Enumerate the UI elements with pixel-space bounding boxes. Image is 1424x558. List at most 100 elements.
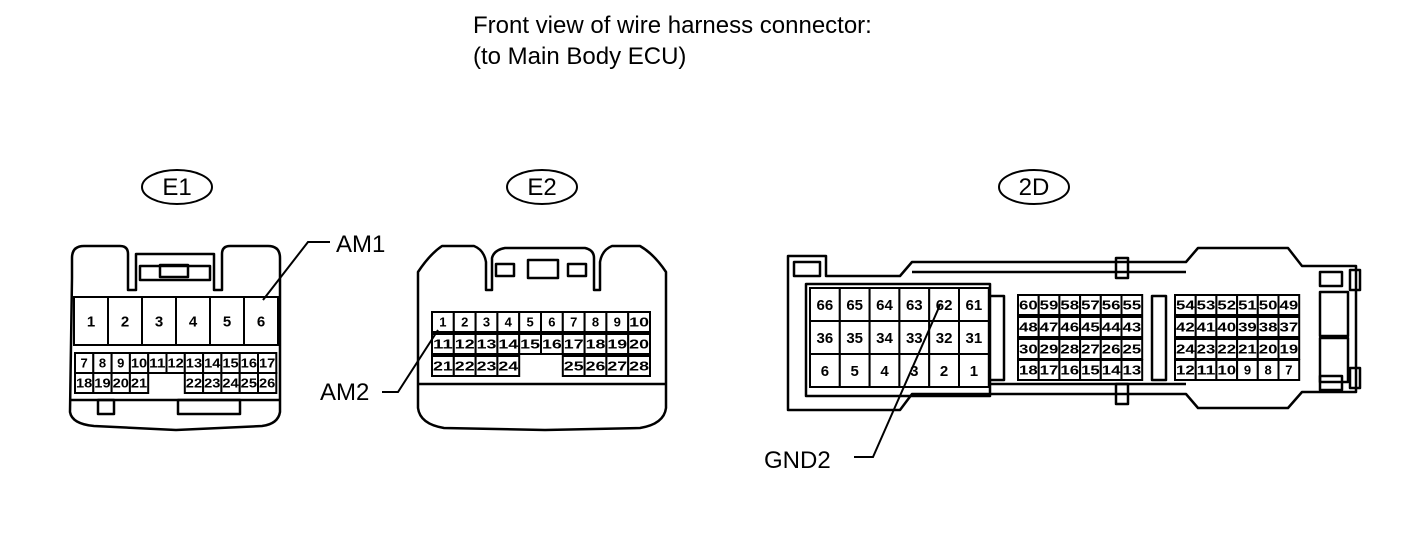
pin-2d-54: 54 bbox=[1174, 294, 1197, 316]
pin-2d-63: 63 bbox=[898, 287, 931, 322]
pin-2d-19: 19 bbox=[1277, 338, 1301, 360]
pin-2d-15: 15 bbox=[1079, 359, 1102, 381]
pin-2d-52: 52 bbox=[1215, 294, 1239, 316]
svg-text:7: 7 bbox=[1285, 363, 1292, 378]
connector-e2-housing bbox=[416, 244, 668, 432]
pin-e1-9: 9 bbox=[110, 352, 131, 374]
connector-badge-e2: E2 bbox=[506, 169, 578, 205]
svg-text:17: 17 bbox=[564, 337, 584, 352]
svg-text:2: 2 bbox=[461, 315, 468, 330]
svg-text:41: 41 bbox=[1197, 320, 1216, 335]
pin-2d-36: 36 bbox=[809, 320, 841, 355]
pin-2d-21: 21 bbox=[1236, 338, 1259, 360]
diagram-title: Front view of wire harness connector: (t… bbox=[473, 10, 872, 72]
svg-text:3: 3 bbox=[155, 313, 163, 330]
pin-2d-61: 61 bbox=[958, 287, 990, 322]
svg-text:3: 3 bbox=[483, 315, 490, 330]
pin-e1-7: 7 bbox=[74, 352, 95, 374]
svg-text:12: 12 bbox=[1176, 363, 1195, 378]
pin-e2-13: 13 bbox=[474, 333, 499, 355]
svg-text:8: 8 bbox=[592, 315, 599, 330]
pin-e2-21: 21 bbox=[431, 355, 455, 377]
svg-text:25: 25 bbox=[241, 376, 257, 391]
pin-2d-18: 18 bbox=[1017, 359, 1040, 381]
pin-e2-22: 22 bbox=[452, 355, 477, 377]
pin-2d-7: 7 bbox=[1277, 359, 1301, 381]
svg-text:5: 5 bbox=[851, 363, 859, 380]
title-line-1: Front view of wire harness connector: bbox=[473, 12, 872, 39]
svg-text:16: 16 bbox=[1060, 363, 1079, 378]
pin-e1-16: 16 bbox=[238, 352, 259, 374]
svg-text:4: 4 bbox=[505, 315, 513, 330]
pin-2d-42: 42 bbox=[1174, 316, 1197, 338]
svg-text:E1: E1 bbox=[162, 174, 191, 201]
svg-text:30: 30 bbox=[1019, 342, 1038, 357]
pin-2d-34: 34 bbox=[868, 320, 901, 355]
pin-e2-26: 26 bbox=[583, 355, 608, 377]
pin-e1-18: 18 bbox=[74, 372, 95, 394]
svg-text:15: 15 bbox=[222, 356, 238, 371]
svg-text:6: 6 bbox=[257, 313, 265, 330]
pin-2d-38: 38 bbox=[1256, 316, 1280, 338]
svg-text:49: 49 bbox=[1280, 298, 1299, 313]
pin-2d-6: 6 bbox=[809, 353, 841, 388]
svg-text:16: 16 bbox=[241, 356, 257, 371]
pin-e1-15: 15 bbox=[220, 352, 241, 374]
svg-text:25: 25 bbox=[564, 359, 584, 374]
svg-text:17: 17 bbox=[1040, 363, 1059, 378]
pin-2d-65: 65 bbox=[838, 287, 871, 322]
svg-text:27: 27 bbox=[607, 359, 627, 374]
svg-text:43: 43 bbox=[1123, 320, 1142, 335]
svg-text:59: 59 bbox=[1040, 298, 1059, 313]
pin-2d-14: 14 bbox=[1099, 359, 1123, 381]
pin-2d-10: 10 bbox=[1215, 359, 1239, 381]
pin-2d-11: 11 bbox=[1194, 359, 1218, 381]
svg-text:28: 28 bbox=[1060, 342, 1079, 357]
svg-text:26: 26 bbox=[1102, 342, 1121, 357]
svg-text:61: 61 bbox=[966, 297, 983, 314]
svg-text:19: 19 bbox=[94, 376, 110, 391]
pin-e1-12: 12 bbox=[165, 352, 186, 374]
svg-text:48: 48 bbox=[1019, 320, 1038, 335]
svg-text:20: 20 bbox=[113, 376, 129, 391]
pin-2d-13: 13 bbox=[1120, 359, 1144, 381]
pin-e1-13: 13 bbox=[183, 352, 205, 374]
svg-text:31: 31 bbox=[966, 330, 983, 347]
title-line-2: (to Main Body ECU) bbox=[473, 43, 687, 70]
pin-e1-8: 8 bbox=[92, 352, 113, 374]
pin-e2-27: 27 bbox=[605, 355, 630, 377]
pin-e2-7: 7 bbox=[561, 311, 586, 333]
svg-text:33: 33 bbox=[906, 330, 923, 347]
pin-e1-10: 10 bbox=[128, 352, 150, 374]
svg-text:25: 25 bbox=[1123, 342, 1142, 357]
svg-text:51: 51 bbox=[1238, 298, 1257, 313]
svg-text:54: 54 bbox=[1176, 298, 1196, 313]
pin-2d-43: 43 bbox=[1120, 316, 1144, 338]
pin-2d-59: 59 bbox=[1037, 294, 1061, 316]
pin-e1-22: 22 bbox=[183, 372, 205, 394]
pin-2d-41: 41 bbox=[1194, 316, 1218, 338]
svg-text:11: 11 bbox=[149, 356, 165, 371]
pin-2d-37: 37 bbox=[1277, 316, 1301, 338]
leader-line-am1 bbox=[262, 241, 330, 301]
svg-text:14: 14 bbox=[498, 337, 519, 352]
svg-text:6: 6 bbox=[548, 315, 555, 330]
svg-text:52: 52 bbox=[1217, 298, 1236, 313]
svg-text:23: 23 bbox=[204, 376, 220, 391]
svg-text:7: 7 bbox=[81, 356, 88, 371]
svg-text:3: 3 bbox=[910, 363, 918, 380]
pin-2d-55: 55 bbox=[1120, 294, 1144, 316]
pin-e1-1: 1 bbox=[73, 296, 109, 346]
pin-2d-56: 56 bbox=[1099, 294, 1123, 316]
svg-text:18: 18 bbox=[586, 337, 606, 352]
svg-text:32: 32 bbox=[936, 330, 953, 347]
pin-2d-33: 33 bbox=[898, 320, 931, 355]
pin-2d-53: 53 bbox=[1194, 294, 1218, 316]
pin-2d-30: 30 bbox=[1017, 338, 1040, 360]
leader-line-gnd2 bbox=[854, 304, 941, 458]
pin-2d-28: 28 bbox=[1058, 338, 1082, 360]
svg-text:18: 18 bbox=[1019, 363, 1038, 378]
svg-text:11: 11 bbox=[433, 337, 453, 352]
callout-label-gnd2: GND2 bbox=[764, 447, 831, 474]
pin-2d-39: 39 bbox=[1236, 316, 1259, 338]
